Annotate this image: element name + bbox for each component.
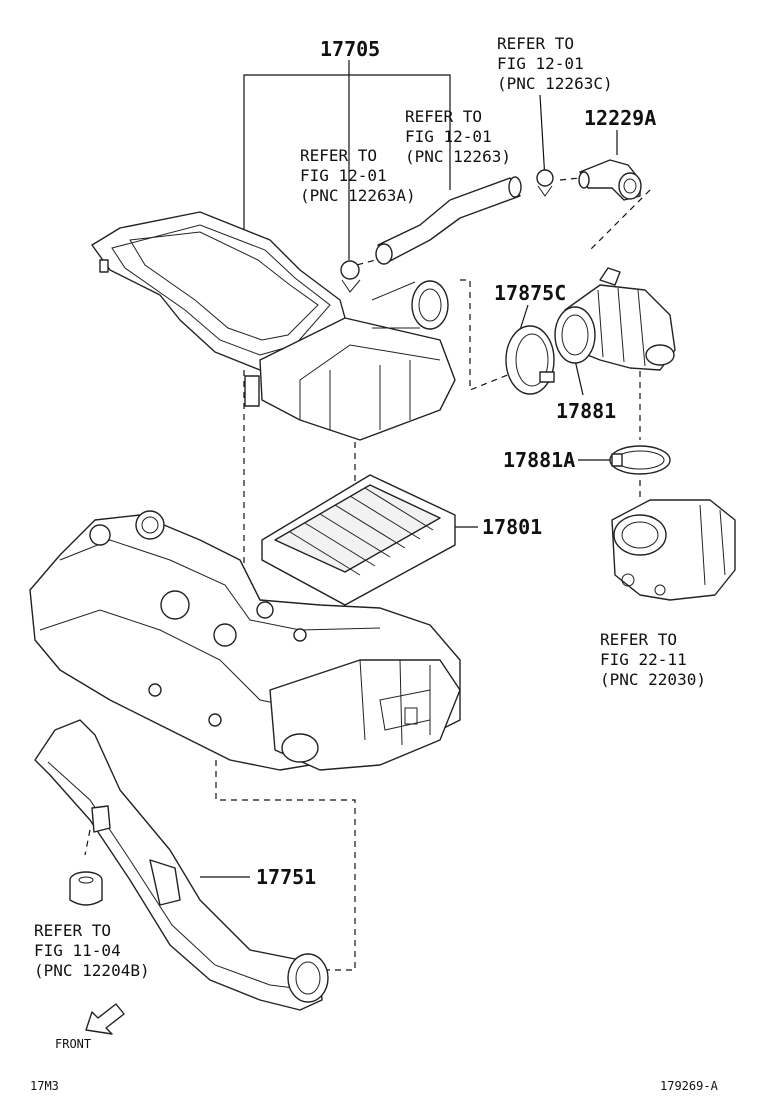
- hose-clamp-17875c: [505, 325, 555, 395]
- ref-12263c-line3: (PNC 12263C): [497, 74, 613, 93]
- part-number-17881a: 17881A: [503, 448, 575, 472]
- ref-12204b-line3: (PNC 12204B): [34, 961, 150, 980]
- air-filter-element: [261, 474, 456, 606]
- ref-12263a-line2: FIG 12-01: [300, 166, 387, 185]
- part-number-17705: 17705: [320, 37, 380, 61]
- pcv-elbow: [578, 159, 642, 201]
- part-number-17751: 17751: [256, 865, 316, 889]
- ref-22030-line3: (PNC 22030): [600, 670, 706, 689]
- front-arrow-icon: [85, 1003, 125, 1035]
- hose-clamps: [340, 169, 554, 293]
- leader-lines: [200, 60, 618, 878]
- ref-12263c-line2: FIG 12-01: [497, 54, 584, 73]
- ref-12263a-line1: REFER TO: [300, 146, 377, 165]
- hose-clamp-17881a: [609, 445, 671, 475]
- footer-left-code: 17M3: [30, 1079, 59, 1093]
- throttle-body: [611, 499, 736, 601]
- part-number-12229a: 12229A: [584, 106, 656, 130]
- ref-12263c-line1: REFER TO: [497, 34, 574, 53]
- part-number-17881: 17881: [556, 399, 616, 423]
- ref-12263a-line3: (PNC 12263A): [300, 186, 416, 205]
- grommet: [69, 871, 103, 906]
- footer-right-code: 179269-A: [660, 1079, 719, 1093]
- part-number-17875c: 17875C: [494, 281, 566, 305]
- part-number-17801: 17801: [482, 515, 542, 539]
- ref-12263-line2: FIG 12-01: [405, 127, 492, 146]
- ref-22030-line2: FIG 22-11: [600, 650, 687, 669]
- air-cleaner-cap: [91, 211, 456, 441]
- engine-and-case: [29, 510, 461, 771]
- ref-12263-line3: (PNC 12263): [405, 147, 511, 166]
- air-inlet-duct: [34, 719, 329, 1011]
- ref-12263-line1: REFER TO: [405, 107, 482, 126]
- ref-22030-line1: REFER TO: [600, 630, 677, 649]
- labels: 17705 REFER TO FIG 12-01 (PNC 12263C) 12…: [30, 34, 719, 1093]
- breather-hose: [375, 176, 522, 265]
- intake-hose-17881: [554, 267, 676, 371]
- ref-12204b-line1: REFER TO: [34, 921, 111, 940]
- front-label: FRONT: [55, 1037, 91, 1051]
- ref-12204b-line2: FIG 11-04: [34, 941, 121, 960]
